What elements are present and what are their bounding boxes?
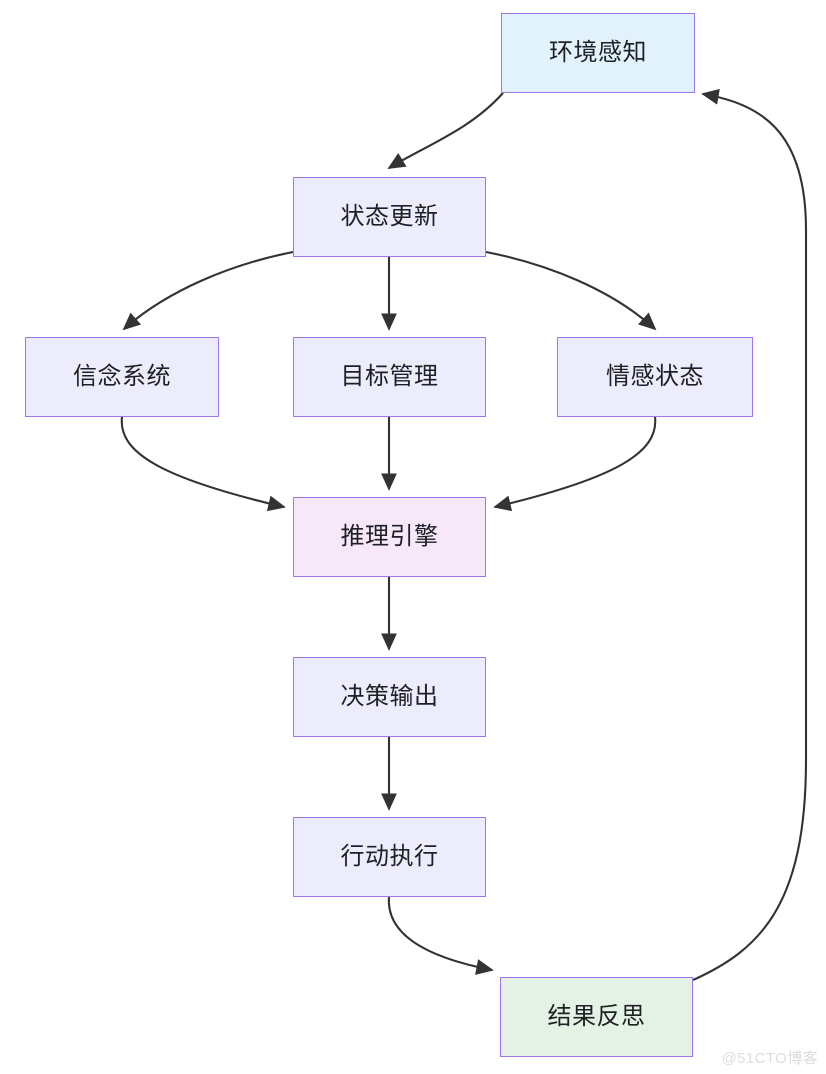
node-goal[interactable]: 目标管理	[293, 337, 486, 417]
node-action[interactable]: 行动执行	[293, 817, 486, 897]
node-reflection[interactable]: 结果反思	[500, 977, 693, 1057]
edge-emotion-to-engine	[493, 416, 657, 512]
node-label-perception: 环境感知	[549, 38, 647, 66]
edge-action-to-reflection	[387, 896, 494, 975]
node-engine[interactable]: 推理引擎	[293, 497, 486, 577]
node-label-decision: 决策输出	[340, 682, 439, 710]
edge-reflection-to-perception	[692, 88, 808, 981]
node-belief[interactable]: 信念系统	[25, 337, 219, 417]
node-label-engine: 推理引擎	[340, 522, 439, 550]
edge-state-to-emotion	[485, 250, 657, 331]
node-decision[interactable]: 决策输出	[293, 657, 486, 737]
node-state[interactable]: 状态更新	[293, 177, 486, 257]
node-perception[interactable]: 环境感知	[501, 13, 695, 93]
watermark: @51CTO博客	[721, 1050, 818, 1067]
node-label-belief: 信念系统	[73, 362, 171, 390]
edge-state-to-belief	[122, 250, 294, 331]
node-label-goal: 目标管理	[340, 362, 439, 390]
edge-belief-to-engine	[120, 416, 286, 512]
node-label-state: 状态更新	[340, 202, 439, 230]
node-emotion[interactable]: 情感状态	[557, 337, 753, 417]
edge-perception-to-state	[387, 92, 504, 169]
node-label-action: 行动执行	[340, 842, 439, 870]
node-label-emotion: 情感状态	[606, 362, 704, 390]
node-label-reflection: 结果反思	[547, 1002, 646, 1030]
